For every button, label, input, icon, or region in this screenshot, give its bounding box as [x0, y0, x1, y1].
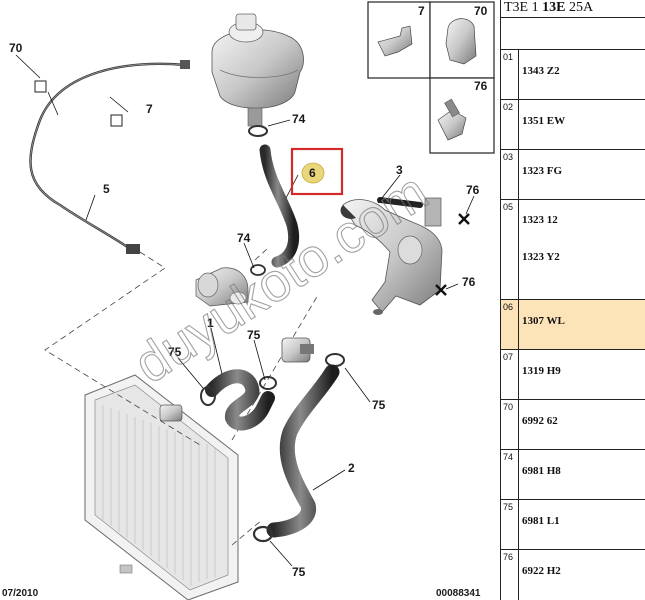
ref-row-06-selected[interactable]: 06 1307 WL — [501, 299, 645, 349]
header-suffix: 25A — [565, 0, 594, 15]
ref-row-76[interactable]: 76 6922 H2 — [501, 549, 645, 600]
callout-75-d: 75 — [292, 565, 306, 579]
callout-3: 3 — [396, 163, 403, 177]
callout-box-7 — [110, 114, 123, 127]
ref-number[interactable]: 1323 12 — [522, 214, 558, 226]
ref-number[interactable]: 6922 H2 — [522, 565, 561, 577]
ref-row-70[interactable]: 70 6992 62 — [501, 399, 645, 449]
header-prefix: T3E 1 — [504, 0, 543, 15]
ref-row-03[interactable]: 03 1323 FG — [501, 149, 645, 199]
footer-code: 00088341 — [436, 588, 481, 599]
callout-7: 7 — [146, 102, 153, 116]
ref-index: 70 — [501, 400, 519, 449]
inset-label-70: 70 — [474, 4, 488, 18]
callout-1: 1 — [207, 316, 214, 330]
callout-75-c: 75 — [372, 398, 386, 412]
callout-70: 70 — [9, 41, 23, 55]
ref-number[interactable]: 1343 Z2 — [522, 65, 560, 77]
callout-6-badge — [301, 162, 325, 184]
thermostat-housing — [340, 197, 443, 315]
ref-number[interactable]: 6992 62 — [522, 415, 558, 427]
sidebar-header: T3E 1 13E 25A — [501, 0, 645, 18]
leader-lines — [15, 54, 475, 567]
ref-index: 05 — [501, 200, 519, 299]
ref-row-02[interactable]: 02 1351 EW — [501, 99, 645, 149]
ref-number[interactable]: 1307 WL — [522, 315, 565, 327]
hose-6 — [259, 144, 300, 268]
outlet-housing — [195, 264, 266, 307]
highlight-box — [290, 147, 344, 196]
callout-6: 6 — [309, 166, 316, 180]
ref-index: 74 — [501, 450, 519, 499]
reference-sidebar: T3E 1 13E 25A 01 1343 Z2 02 1351 EW 03 1… — [500, 0, 645, 600]
callout-box-70 — [34, 80, 47, 93]
inset-label-76: 76 — [474, 79, 488, 93]
ref-index: 07 — [501, 350, 519, 399]
ref-number[interactable]: 1323 Y2 — [522, 251, 560, 263]
inset-parts-box: 7 70 76 — [367, 1, 495, 154]
ref-number[interactable]: 1323 FG — [522, 165, 563, 177]
ref-index: 76 — [501, 550, 519, 600]
callout-5: 5 — [103, 182, 110, 196]
bolt-part — [437, 98, 467, 141]
bleed-hose-and-cable — [29, 60, 190, 254]
callout-2: 2 — [348, 461, 355, 475]
callout-74-mid: 74 — [237, 231, 251, 245]
cross-marks — [435, 213, 470, 296]
ref-number[interactable]: 6981 H8 — [522, 465, 561, 477]
header-bold: 13E — [542, 0, 566, 15]
ref-row-07[interactable]: 07 1319 H9 — [501, 349, 645, 399]
ref-index: 01 — [501, 50, 519, 99]
radiator — [84, 374, 239, 600]
callout-76-a: 76 — [466, 183, 480, 197]
bracket-part — [377, 25, 413, 57]
mount-part — [445, 18, 477, 65]
ref-row-05[interactable]: 05 1323 12 1323 Y2 — [501, 199, 645, 299]
callout-76-b: 76 — [462, 275, 476, 289]
hose-2-assembly — [252, 364, 340, 543]
inset-label-7: 7 — [418, 4, 425, 18]
callout-74-top: 74 — [292, 112, 306, 126]
footer-date: 07/2010 — [2, 588, 39, 599]
ref-number[interactable]: 1319 H9 — [522, 365, 561, 377]
expansion-tank — [211, 13, 304, 137]
ref-index: 75 — [501, 500, 519, 549]
callout-75-a: 75 — [168, 345, 182, 359]
ref-index: 06 — [501, 300, 519, 349]
ref-number[interactable]: 6981 L1 — [522, 515, 560, 527]
ref-row-01[interactable]: 01 1343 Z2 — [501, 49, 645, 99]
hose-1-assembly — [200, 337, 345, 431]
ref-row-74[interactable]: 74 6981 H8 — [501, 449, 645, 499]
ref-index: 03 — [501, 150, 519, 199]
ref-index: 02 — [501, 100, 519, 149]
callout-75-b: 75 — [247, 328, 261, 342]
ref-row-75[interactable]: 75 6981 L1 — [501, 499, 645, 549]
dashed-guides — [44, 247, 319, 546]
ref-number[interactable]: 1351 EW — [522, 115, 566, 127]
